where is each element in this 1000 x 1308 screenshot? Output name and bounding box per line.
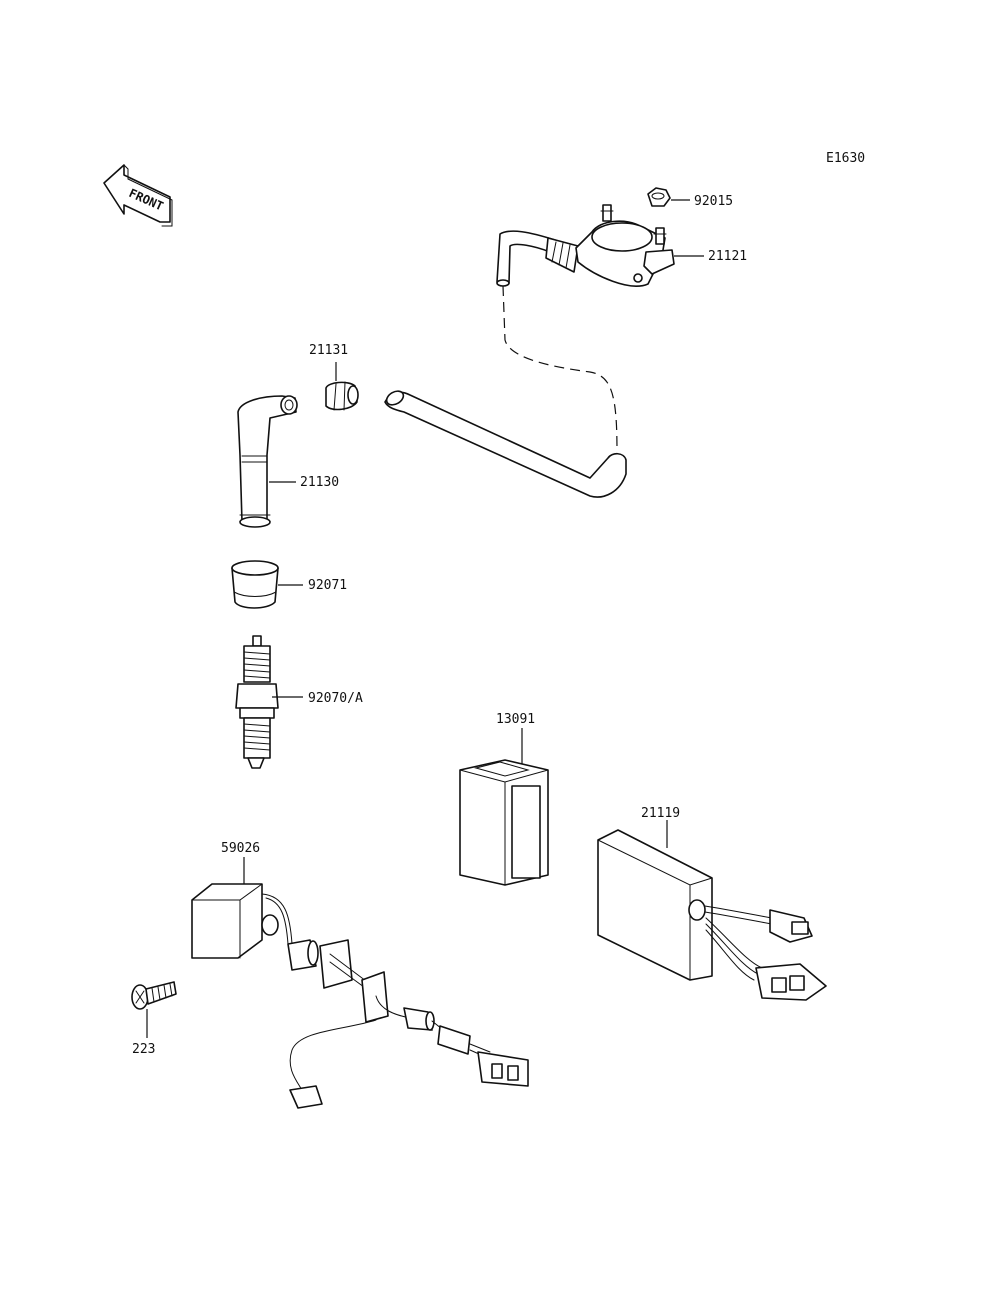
front-arrow-icon: FRONT	[103, 164, 173, 227]
part-label-92071: 92071	[308, 578, 347, 593]
part-label-21121: 21121	[708, 249, 747, 264]
cap-cover	[231, 560, 279, 609]
grommet	[325, 381, 359, 411]
wiring-assembly	[191, 883, 529, 1109]
part-label-21119: 21119	[641, 806, 680, 821]
part-label-92070a: 92070/A	[308, 691, 363, 706]
high-tension-cable	[384, 390, 627, 498]
ignition-coil	[496, 204, 675, 287]
control-unit	[597, 829, 827, 1001]
spark-plug	[235, 635, 279, 769]
plug-cap	[237, 395, 298, 528]
leader-lines	[146, 199, 704, 1038]
diagram-code: E1630	[826, 151, 865, 166]
ic-igniter-box	[459, 759, 549, 886]
part-label-21131: 21131	[309, 343, 348, 358]
part-label-13091: 13091	[496, 712, 535, 727]
nut	[647, 187, 671, 207]
screw	[131, 981, 177, 1010]
cable-routing-line	[502, 285, 618, 453]
part-label-59026: 59026	[221, 841, 260, 856]
part-label-92015: 92015	[694, 194, 733, 209]
part-label-21130: 21130	[300, 475, 339, 490]
part-label-223: 223	[132, 1042, 155, 1057]
